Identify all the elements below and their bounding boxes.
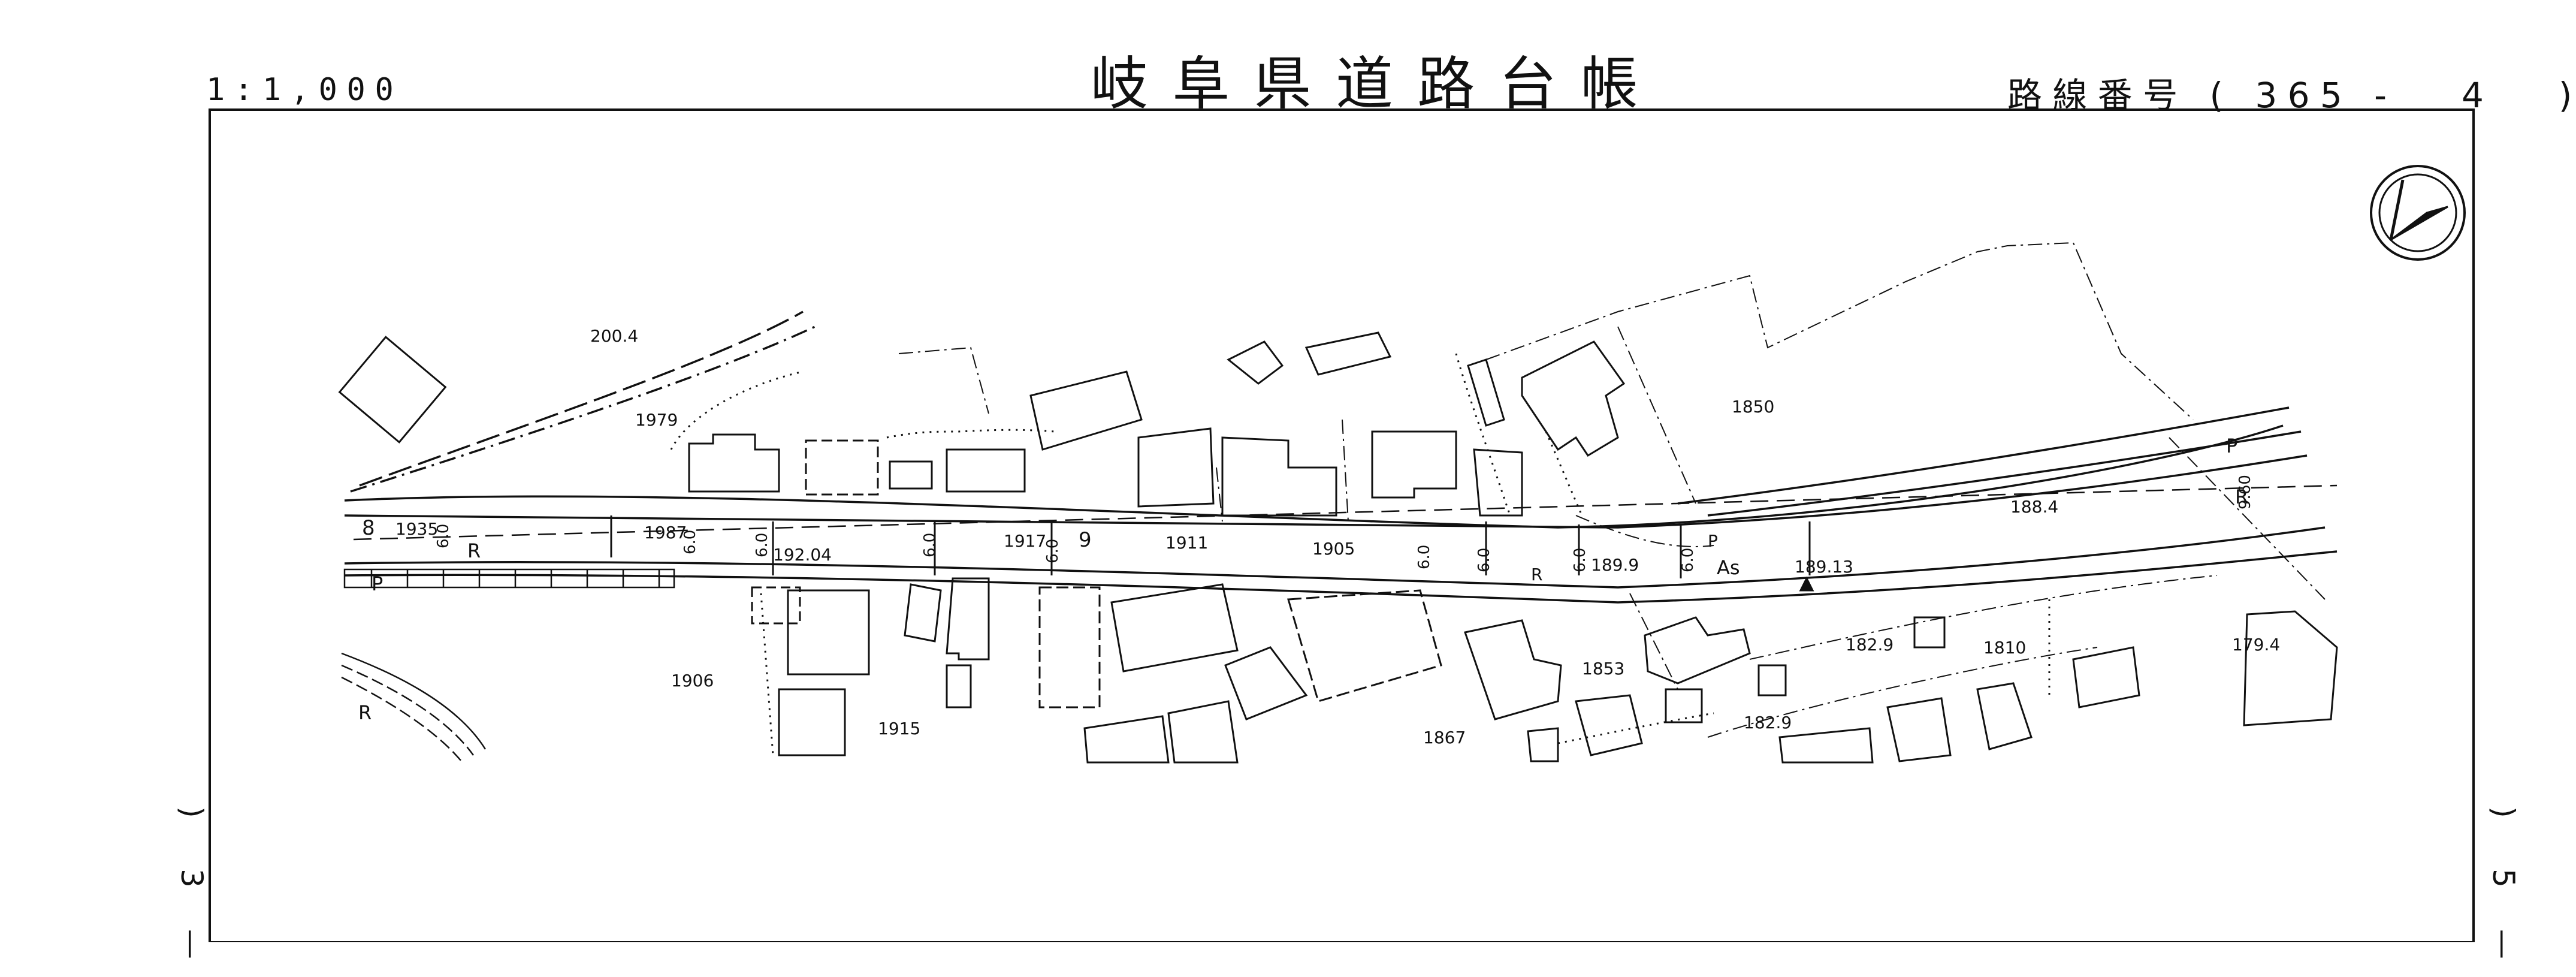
elevation-label: 1979 [635,410,678,430]
elevation-label: 200.4 [590,326,638,346]
width-label: 6.0 [1571,548,1589,572]
elevation-label: 1915 [878,719,920,738]
side-path [341,652,487,762]
guardrail-label: R [2235,486,2248,508]
width-labels: 6.0 6.0 6.0 6.0 6.0 6.0 6.0 6.0 6.0 9.60 [434,475,2254,572]
elevation-label: 1935 [395,519,438,539]
north-arrow-icon [2370,165,2466,261]
width-label: 6.0 [1415,545,1433,569]
elevation-label: 1850 [1732,397,1774,417]
elevation-label: 1867 [1423,728,1466,747]
elevation-label: 179.4 [2232,635,2280,655]
hedges [670,353,2050,756]
width-label: 6.0 [434,524,452,548]
elevation-label: 189.13 [1795,557,1853,577]
pavement-label: As [1717,556,1740,579]
elevation-label: 192.04 [773,545,832,565]
width-label: 6.0 [1044,539,1062,563]
post-label: P [372,572,383,595]
elevation-label: 1917 [1004,531,1046,551]
guardrail-label: R [1531,565,1542,584]
width-label: 6.0 [681,530,699,554]
parcel-boundaries [898,242,2326,738]
guardrail-label: R [358,701,372,724]
elevation-label: 189.9 [1591,555,1639,575]
guardrail-label: R [467,539,481,562]
benchmark-icon [1799,576,1814,592]
elevation-label: 1911 [1165,533,1208,553]
route-close-paren: ) [2559,75,2576,116]
elevation-label: 182.9 [1846,635,1894,655]
elevation-label: 182.9 [1744,713,1792,732]
elevation-label: 1853 [1582,659,1624,679]
road-marker-label: 9 [1079,528,1092,552]
width-label: 9.60 [2236,475,2254,509]
road-marker-label: 8 [362,516,375,540]
route-open-paren: ( [2209,75,2234,116]
buildings-south [751,577,2338,764]
elevation-label: 1810 [1983,638,2026,658]
width-label: 6.0 [753,533,771,557]
elevation-label: 1905 [1312,539,1355,559]
sheet-title: 岐阜県道路台帳 [1091,50,1663,117]
elevation-label: 1987 [644,523,687,542]
elevation-label: 188.4 [2010,497,2058,517]
guardrail [343,568,675,589]
map-scale: 1:1,000 [206,72,403,108]
elevation-label: 1906 [671,671,714,690]
width-label: 6.0 [1679,548,1697,572]
road-map: 1979 200.4 1935 1987 192.04 1917 9 1911 … [209,108,2475,942]
post-label: P [1708,531,1718,551]
map-labels: 1979 200.4 1935 1987 192.04 1917 9 1911 … [358,326,2280,747]
post-label: P [2226,435,2237,457]
buildings-north [338,331,1626,517]
road-centerline [353,484,2338,541]
width-ticks [610,515,1811,578]
route-dash: - [2374,75,2397,116]
road-edges [344,310,2338,604]
width-label: 6.0 [921,533,939,557]
width-label: 6.0 [1475,548,1493,572]
map-frame [209,108,2475,942]
